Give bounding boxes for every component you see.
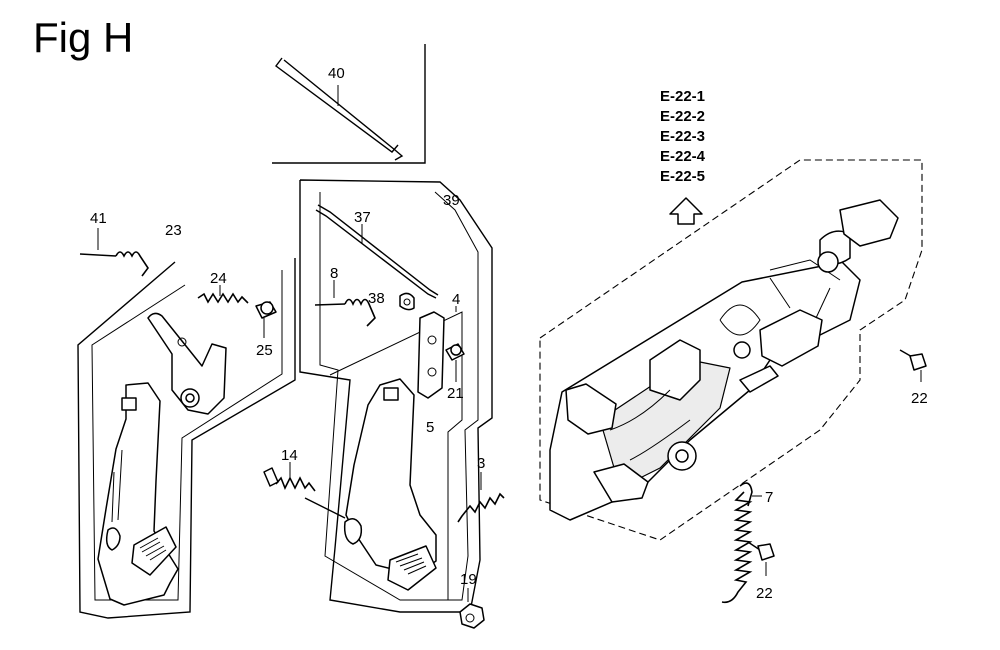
spring-part-14 — [263, 462, 346, 519]
callout-23: 23 — [165, 222, 182, 239]
callout-8: 8 — [330, 265, 338, 282]
control-assembly — [549, 199, 899, 521]
spring-part-3 — [457, 472, 505, 523]
spring-part-24 — [197, 285, 249, 304]
callout-22-upper: 22 — [911, 390, 928, 407]
reference-code: E-22-3 — [660, 128, 705, 145]
plate-part-4 — [417, 306, 457, 399]
reference-code: E-22-2 — [660, 108, 705, 125]
rod-part-40 — [275, 57, 404, 161]
group-23-boundary — [77, 258, 296, 619]
callout-25: 25 — [256, 342, 273, 359]
middle-pedal-lever — [343, 378, 437, 591]
up-arrow-icon — [669, 197, 703, 225]
callout-40: 40 — [328, 65, 345, 82]
callout-4: 4 — [452, 291, 460, 308]
group-39-boundary — [299, 179, 493, 613]
left-pedal-lever — [97, 382, 179, 606]
callout-3: 3 — [477, 455, 485, 472]
clip-part-38 — [399, 292, 415, 311]
bolt-part-25 — [255, 301, 277, 338]
left-bracket — [147, 312, 227, 415]
callout-5: 5 — [426, 419, 434, 436]
spring-part-8 — [314, 280, 376, 327]
reference-code: E-22-5 — [660, 168, 705, 185]
callout-22-lower: 22 — [756, 585, 773, 602]
callout-7: 7 — [765, 489, 773, 506]
callout-37: 37 — [354, 209, 371, 226]
callout-39: 39 — [443, 192, 460, 209]
bolt-part-21 — [445, 343, 465, 382]
reference-code: E-22-1 — [660, 88, 705, 105]
callout-24: 24 — [210, 270, 227, 287]
spring-part-41 — [79, 228, 149, 277]
callout-38: 38 — [368, 290, 385, 307]
callout-19: 19 — [460, 571, 477, 588]
figure-title: Fig H — [33, 14, 134, 61]
callout-21: 21 — [447, 385, 464, 402]
callout-41: 41 — [90, 210, 107, 227]
assembly-boundary — [539, 159, 923, 541]
group-40-boundary — [272, 44, 426, 164]
callout-14: 14 — [281, 447, 298, 464]
reference-code: E-22-4 — [660, 148, 706, 165]
rod-part-37 — [315, 204, 439, 299]
spring-part-7 — [721, 482, 762, 604]
bolt-part-22-lower — [747, 541, 775, 576]
bolt-part-22-upper — [899, 349, 927, 382]
nut-part-19 — [459, 588, 485, 629]
